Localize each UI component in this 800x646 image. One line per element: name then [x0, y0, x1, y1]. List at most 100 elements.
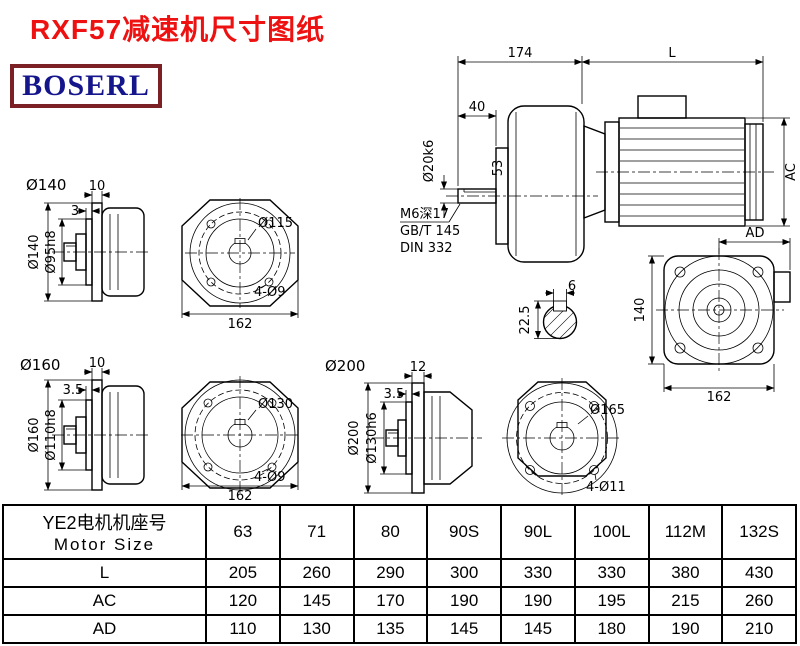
dim-160-od-label: Ø160: [27, 417, 42, 452]
dim-160-holes-label: 4-Ø9: [254, 470, 285, 485]
flange-160-side-view: [52, 379, 150, 491]
brand-logo: BOSERL: [10, 64, 162, 108]
dim-140-holes-label: 4-Ø9: [254, 285, 285, 300]
table-row-AC: AC 120 145 170 190 190 195 215 260: [2, 586, 797, 616]
flange-160-front-view: [181, 376, 299, 494]
table-cell: 430: [721, 558, 797, 588]
motor-size-label-en: Motor Size: [53, 535, 156, 554]
technical-drawing: 174 L 40 Ø20k6 53 M6深17 GB/T 145 DIN 332…: [20, 46, 799, 504]
motor: [604, 95, 764, 227]
flange-140-side-view: [52, 202, 150, 302]
key-cross-section: [553, 300, 567, 312]
flange-200-group: Ø200 12 3.5 Ø200 Ø130: [325, 357, 626, 498]
table-cell: 190: [426, 586, 502, 616]
dim-174-label: 174: [508, 46, 533, 61]
flange-140-title: Ø140: [26, 176, 66, 194]
keyway-section-detail: 6 22.5: [518, 279, 578, 340]
dim-140-bolt-circle-label: Ø115: [258, 216, 293, 231]
flange-160-group: Ø160 10 3.5 Ø160 Ø110: [20, 356, 299, 504]
table-cell: 110: [205, 614, 281, 644]
dim-140-thickness-label: 10: [89, 179, 106, 194]
dim-200-bolt-circle-label: Ø165: [590, 403, 625, 418]
table-cell: 145: [278, 586, 355, 616]
table-cell: 190: [500, 586, 576, 616]
table-cell: 180: [573, 614, 650, 644]
column-header: 112M: [647, 504, 724, 560]
tap-note-label: M6深17: [400, 207, 449, 222]
dim-200-pilot-label: Ø130h6: [365, 412, 380, 464]
column-header: 71: [278, 504, 355, 560]
input-hub: [773, 271, 791, 303]
flange-200-side-view: [372, 382, 482, 494]
dim-key-height-label: 22.5: [518, 306, 533, 335]
row-label: AC: [2, 586, 207, 616]
terminal-box: [637, 95, 687, 119]
dim-200-od-label: Ø200: [347, 420, 362, 455]
table-cell: 215: [647, 586, 724, 616]
fan-cowl: [744, 123, 764, 221]
column-header: 90S: [426, 504, 502, 560]
table-header-row: YE2电机机座号 Motor Size 63 71 80 90S 90L 100…: [2, 504, 797, 560]
table-cell: 195: [573, 586, 650, 616]
table-cell: 145: [500, 614, 576, 644]
column-header: 100L: [573, 504, 650, 560]
dim-160-width-label: 162: [228, 489, 253, 504]
column-header: 90L: [500, 504, 576, 560]
dim-140-width-label: 162: [228, 317, 253, 332]
flange-140-group: Ø140 10 3 Ø140 Ø95h8: [26, 176, 299, 332]
dim-40-label: 40: [469, 100, 486, 115]
main-assembly-view: 174 L 40 Ø20k6 53 M6深17 GB/T 145 DIN 332…: [400, 46, 799, 263]
dim-AC-label: AC: [784, 163, 799, 181]
motor-fins: [620, 127, 744, 217]
row-label: AD: [2, 614, 207, 644]
dim-key-width-label: 6: [568, 279, 576, 294]
table-row-L: L 205 260 290 300 330 330 380 430: [2, 558, 797, 588]
table-cell: 380: [647, 558, 724, 588]
dim-L-label: L: [668, 46, 676, 61]
shaft-end-notes: M6深17 GB/T 145 DIN 332: [400, 203, 461, 256]
dim-160-step-label: 3.5: [63, 383, 84, 398]
motor-size-table: YE2电机机座号 Motor Size 63 71 80 90S 90L 100…: [2, 504, 797, 644]
section-hatching: [543, 305, 577, 339]
table-cell: 190: [647, 614, 724, 644]
dim-140-od-label: Ø140: [27, 234, 42, 269]
dim-140-step-label: 3: [71, 204, 79, 219]
dim-160-bolt-circle-label: Ø130: [258, 397, 293, 412]
dim-hub-label: 53: [491, 160, 506, 177]
dim-200-step-label: 3.5: [384, 387, 405, 402]
dim-200-holes-label: 4-Ø11: [586, 480, 626, 495]
table-cell: 135: [352, 614, 429, 644]
table-cell: 210: [721, 614, 797, 644]
gearbox-housing: [495, 105, 585, 263]
table-header-motor-size: YE2电机机座号 Motor Size: [2, 504, 207, 560]
page-title: RXF57减速机尺寸图纸: [30, 14, 326, 45]
column-header: 132S: [721, 504, 797, 560]
dim-200-thickness-label: 12: [410, 360, 427, 375]
motor-size-label-cn: YE2电机机座号: [42, 513, 167, 533]
table-cell: 260: [721, 586, 797, 616]
standard-gbt-label: GB/T 145: [400, 224, 460, 239]
dim-160-pilot-label: Ø110h8: [44, 409, 59, 461]
row-label: L: [2, 558, 207, 588]
table-cell: 330: [500, 558, 576, 588]
table-cell: 130: [278, 614, 355, 644]
table-cell: 145: [426, 614, 502, 644]
column-header: 63: [205, 504, 281, 560]
dim-160-thickness-label: 10: [89, 356, 106, 371]
flange-200-title: Ø200: [325, 357, 365, 375]
dim-140-label: 140: [633, 298, 648, 323]
table-cell: 120: [205, 586, 281, 616]
dim-140-pilot-label: Ø95h8: [44, 230, 59, 273]
dim-162-right-label: 162: [707, 390, 732, 405]
output-flange-front-view: AD 140 162: [633, 226, 791, 405]
table-row-AD: AD 110 130 135 145 145 180 190 210: [2, 614, 797, 644]
table-cell: 205: [205, 558, 281, 588]
table-cell: 170: [352, 586, 429, 616]
column-header: 80: [352, 504, 429, 560]
table-cell: 330: [573, 558, 650, 588]
table-cell: 290: [352, 558, 429, 588]
table-cell: 260: [278, 558, 355, 588]
flange-160-title: Ø160: [20, 356, 60, 374]
dim-shaft-diameter-label: Ø20k6: [422, 140, 437, 183]
flange-200-front-view: [502, 378, 622, 498]
